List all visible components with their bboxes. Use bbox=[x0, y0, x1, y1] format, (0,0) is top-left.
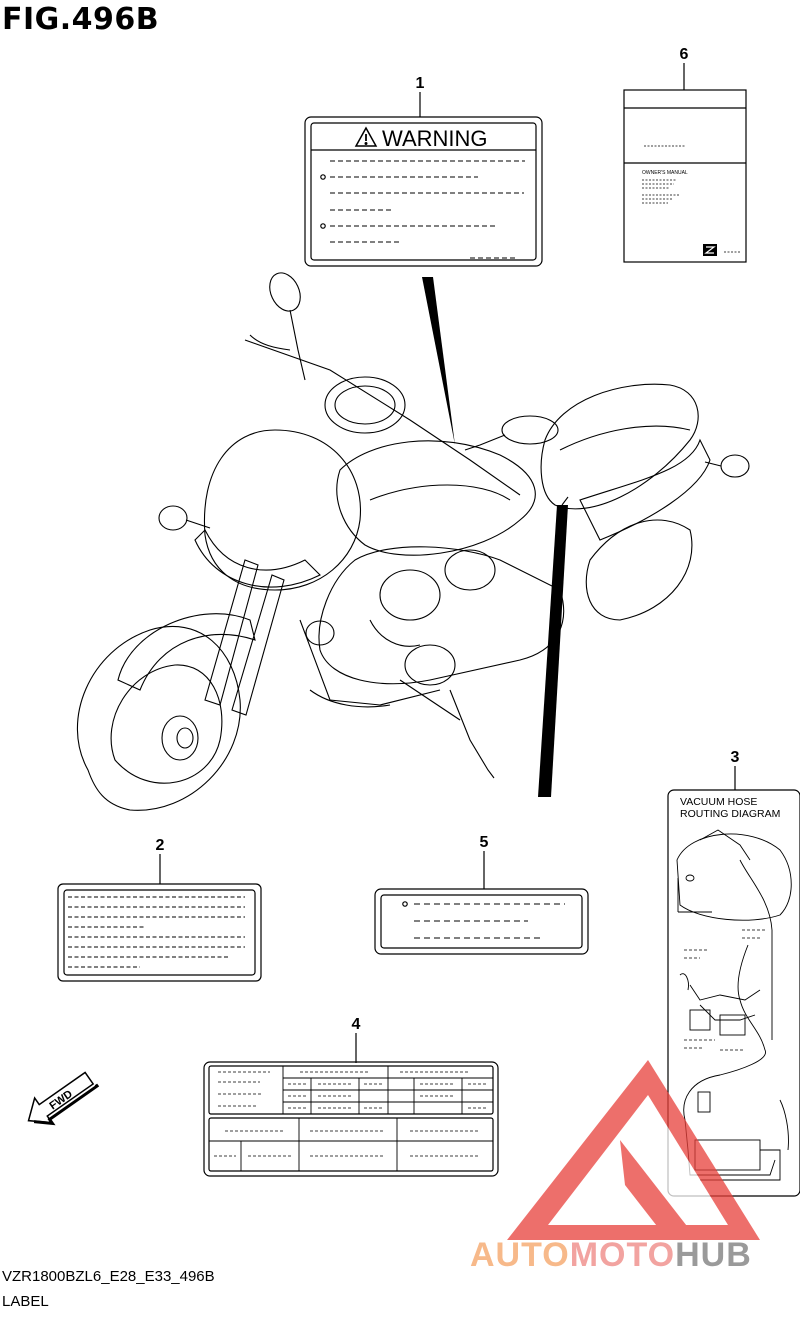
figure-title: FIG.496B bbox=[2, 2, 160, 37]
callout-5[interactable]: 5 bbox=[480, 834, 489, 851]
label-2[interactable] bbox=[57, 883, 262, 982]
watermark-logo bbox=[507, 1060, 760, 1240]
watermark-moto: MOTO bbox=[569, 1236, 676, 1274]
warning-heading: WARNING bbox=[382, 126, 488, 151]
warning-triangle-icon bbox=[354, 126, 378, 147]
owners-manual-title: OWNER'S MANUAL bbox=[642, 170, 688, 176]
vacuum-label-line2: ROUTING DIAGRAM bbox=[680, 808, 780, 820]
callout-1[interactable]: 1 bbox=[416, 75, 425, 92]
vacuum-label-line1: VACUUM HOSE bbox=[680, 796, 757, 808]
label-5[interactable] bbox=[374, 888, 589, 955]
label-4[interactable] bbox=[203, 1061, 499, 1177]
warning-label[interactable]: WARNING bbox=[304, 116, 543, 267]
owners-manual[interactable]: OWNER'S MANUAL bbox=[623, 89, 747, 263]
section-name: LABEL bbox=[2, 1293, 49, 1310]
brand-logo-icon bbox=[703, 244, 717, 256]
callout-6[interactable]: 6 bbox=[680, 46, 689, 63]
watermark-text: AUTOMOTOHUB bbox=[470, 1236, 752, 1275]
vacuum-hose-routing-label[interactable]: VACUUM HOSE ROUTING DIAGRAM bbox=[667, 789, 800, 1197]
forward-arrow-icon: FWD bbox=[27, 1071, 100, 1126]
watermark-hub: HUB bbox=[675, 1236, 752, 1274]
watermark-auto: AUTO bbox=[470, 1236, 570, 1274]
callout-2[interactable]: 2 bbox=[156, 837, 165, 854]
motorcycle-illustration bbox=[76, 272, 750, 811]
callout-4[interactable]: 4 bbox=[352, 1016, 361, 1033]
model-code: VZR1800BZL6_E28_E33_496B bbox=[2, 1268, 215, 1285]
callout-3[interactable]: 3 bbox=[731, 749, 740, 766]
pointer-wedge-2 bbox=[538, 505, 568, 797]
pointer-wedge-1 bbox=[422, 277, 455, 445]
